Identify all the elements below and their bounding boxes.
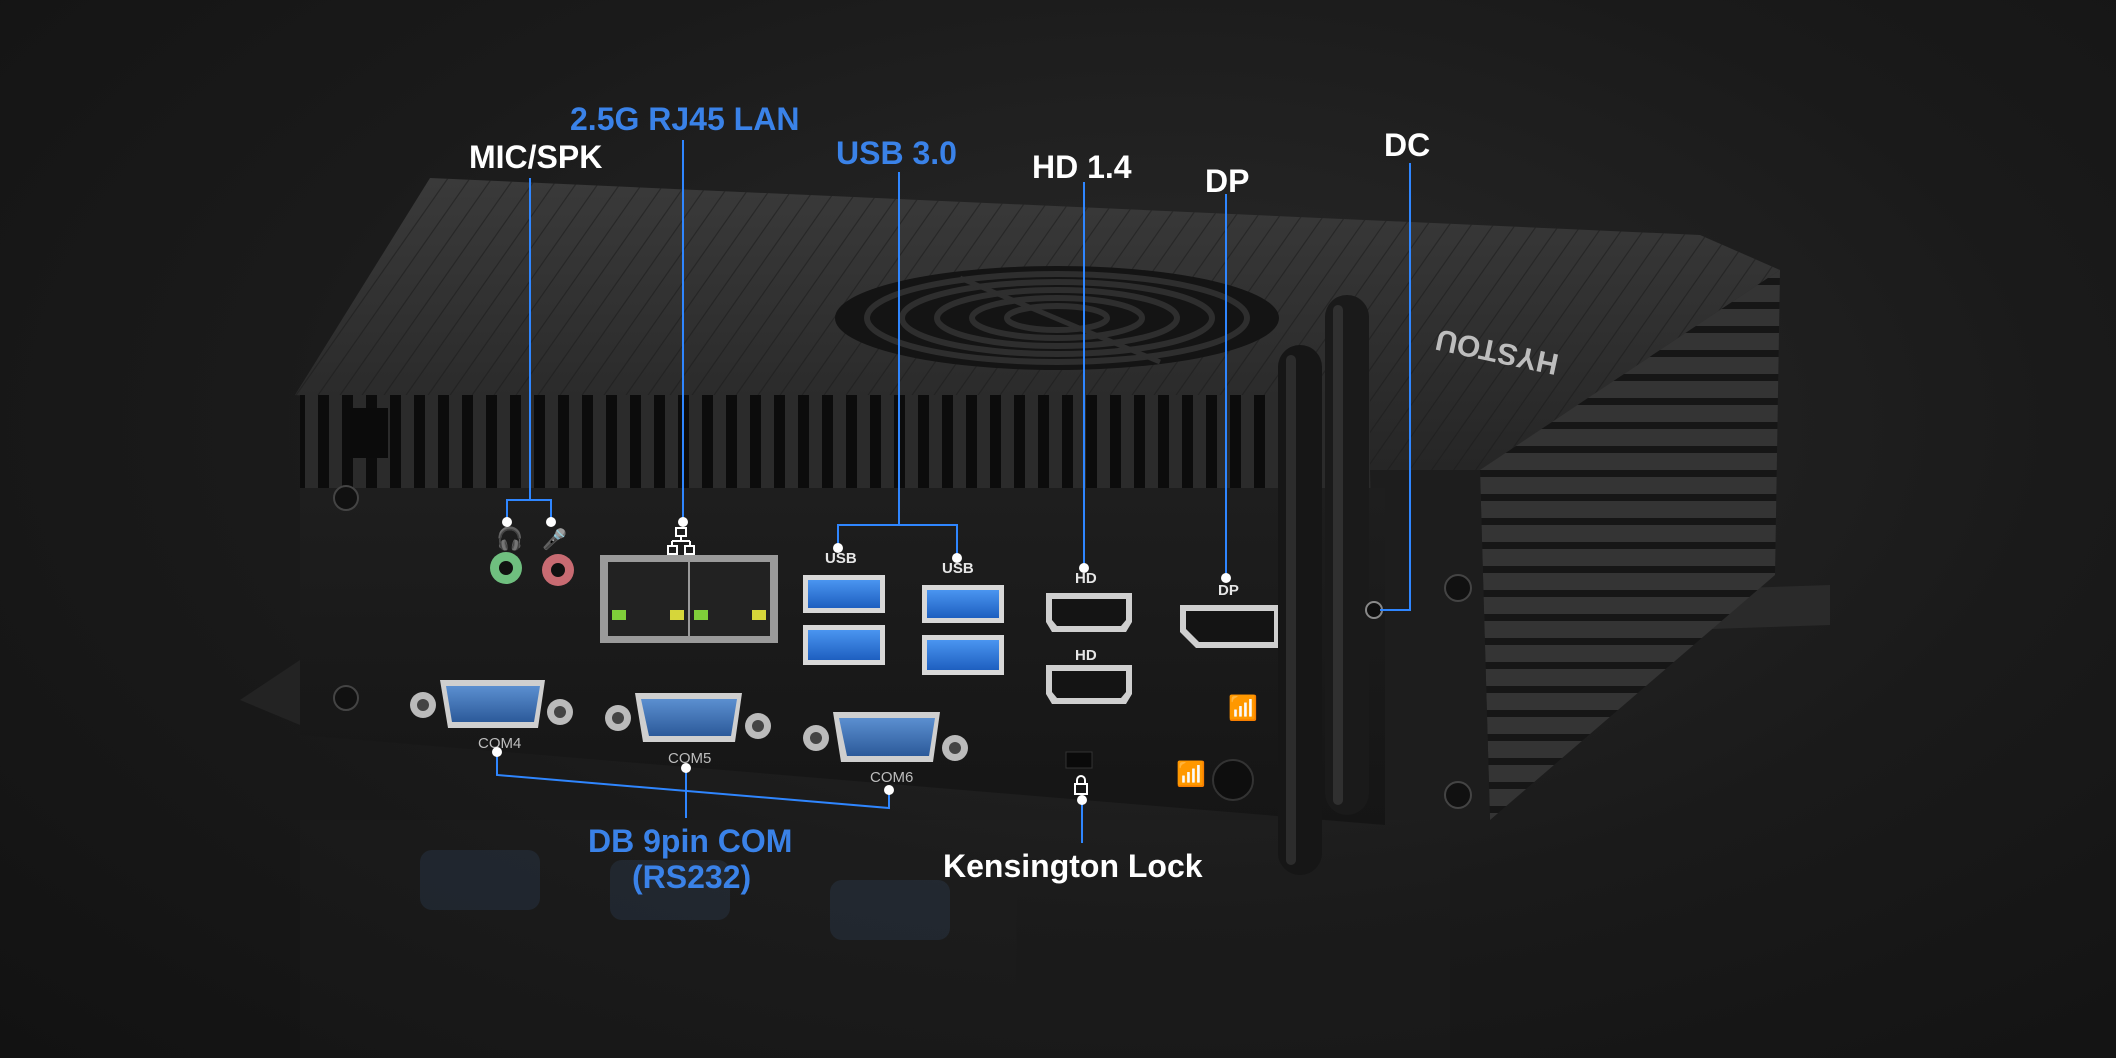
fan-grille [835,266,1279,370]
displayport: DP [1180,582,1280,648]
hdmi-ports: HD HD [1046,570,1132,704]
dc-jack [1365,601,1383,619]
dp-mark: DP [1218,582,1239,599]
label-dc: DC [1384,127,1430,163]
wifi-area: 📶 📶 [1176,694,1258,801]
floor-reflection [300,820,1450,1050]
com-ports: COM4 COM5 COM6 [410,680,968,786]
headphone-icon: 🎧 [496,526,523,551]
label-com-line2: (RS232) [632,859,751,895]
com4-mark: COM4 [478,735,521,752]
usb-mark-1: USB [825,550,857,567]
label-kensington-lock: Kensington Lock [943,848,1203,884]
audio-jacks: 🎧 🎤 [490,526,574,586]
side-heatsink [1480,270,1780,820]
callout-lines [492,140,1411,843]
label-hdmi: HD 1.4 [1032,149,1132,185]
kensington-slot [1065,751,1093,769]
wifi-antennas [1278,295,1369,875]
com-port-4: COM4 [410,680,573,752]
com5-mark: COM5 [668,750,711,767]
label-usb: USB 3.0 [836,135,957,171]
network-icon [667,527,695,555]
lock-icon [1074,775,1088,795]
label-lan: 2.5G RJ45 LAN [570,101,799,137]
com6-mark: COM6 [870,769,913,786]
lan-ports [600,527,778,643]
usb-mark-2: USB [942,560,974,577]
microphone-icon: 🎤 [542,527,567,551]
hd-mark-1: HD [1075,570,1097,587]
wifi-icon: 📶 [1228,694,1258,722]
power-button [1212,759,1254,801]
com-port-6: COM6 [803,712,968,786]
com-port-5: COM5 [605,693,771,767]
label-mic-spk: MIC/SPK [469,139,602,175]
label-com-line1: DB 9pin COM [588,823,792,859]
label-dp: DP [1205,163,1249,199]
wifi-icon-2: 📶 [1176,760,1206,788]
hd-mark-2: HD [1075,647,1097,664]
usb-ports: USB USB [803,550,1004,675]
front-vents [300,395,1370,490]
